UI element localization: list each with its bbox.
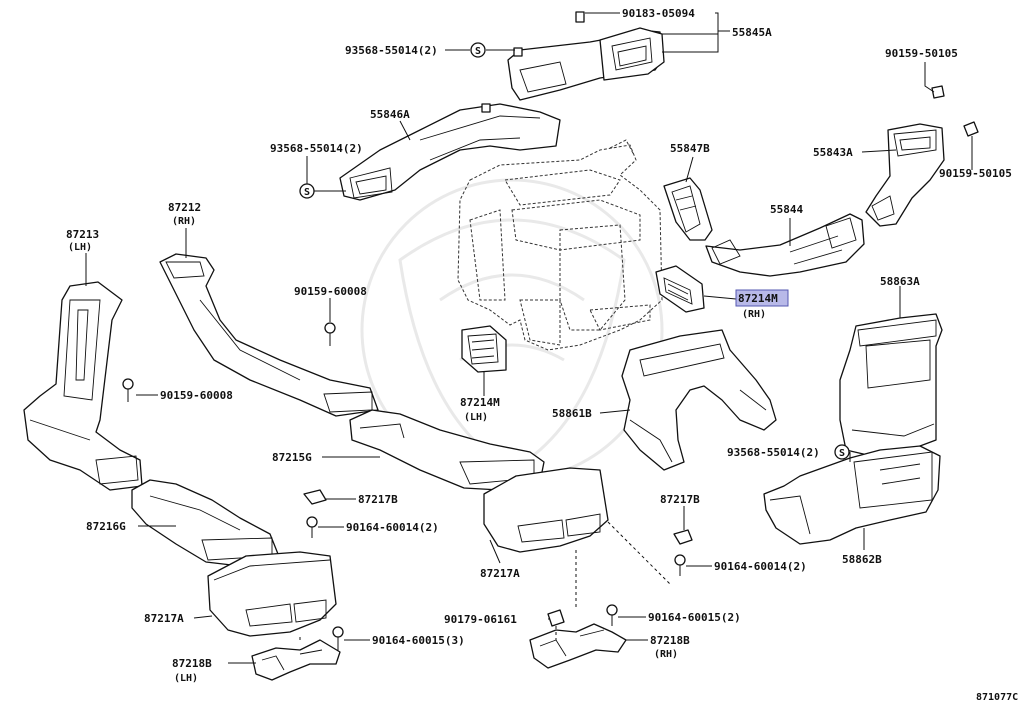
heater-unit-drawing — [457, 139, 663, 351]
part-58861B-drawing — [621, 329, 777, 471]
label-87214M-rh[interactable]: 87214M — [738, 292, 778, 305]
label-90159-50105-b[interactable]: 90159-50105 — [939, 167, 1012, 180]
label-87214M-rh-side: (RH) — [742, 309, 766, 320]
label-87218B-rh[interactable]: 87218B — [650, 634, 690, 647]
s-marker-a: S — [470, 42, 486, 58]
svg-text:S: S — [475, 46, 481, 57]
label-55843A[interactable]: 55843A — [813, 146, 853, 159]
label-90183-05094[interactable]: 90183-05094 — [622, 7, 695, 20]
part-87216G-drawing — [131, 479, 279, 567]
label-90159-60008-a[interactable]: 90159-60008 — [294, 285, 367, 298]
part-87218B-rh-drawing — [529, 623, 627, 669]
label-87215G[interactable]: 87215G — [272, 451, 312, 464]
label-87213-side: (LH) — [68, 242, 92, 253]
label-87218B-rh-side: (RH) — [654, 649, 678, 660]
label-55847B[interactable]: 55847B — [670, 142, 710, 155]
part-labels: 90183-05094 55845A 93568-55014(2) 90159-… — [66, 7, 1018, 703]
label-87218B-lh-side: (LH) — [174, 673, 198, 684]
s-marker-c: S — [834, 444, 850, 460]
label-87217B-b[interactable]: 87217B — [660, 493, 700, 506]
label-87217A-right[interactable]: 87217A — [480, 567, 520, 580]
part-87214M-rh-drawing — [655, 265, 705, 313]
part-58862B-drawing — [763, 445, 941, 545]
label-93568-55014-c[interactable]: 93568-55014(2) — [727, 446, 820, 459]
label-90164-60015-b[interactable]: 90164-60015(3) — [372, 634, 465, 647]
label-58861B[interactable]: 58861B — [552, 407, 592, 420]
fasteners-drawing — [122, 322, 693, 648]
label-93568-55014-b[interactable]: 93568-55014(2) — [270, 142, 363, 155]
part-87217A-left-drawing — [207, 551, 337, 637]
highlight-box — [735, 289, 789, 307]
label-87216G[interactable]: 87216G — [86, 520, 126, 533]
s-marker-b: S — [299, 183, 315, 199]
label-55846A[interactable]: 55846A — [370, 108, 410, 121]
part-55845A-drawing — [507, 11, 665, 101]
drawing-code: 871077C — [976, 692, 1018, 703]
label-58863A[interactable]: 58863A — [880, 275, 920, 288]
label-90159-50105-a[interactable]: 90159-50105 — [885, 47, 958, 60]
label-87218B-lh[interactable]: 87218B — [172, 657, 212, 670]
part-55843A-drawing — [865, 85, 979, 227]
part-87218B-lh-drawing — [251, 639, 341, 681]
label-58862B[interactable]: 58862B — [842, 553, 882, 566]
svg-text:S: S — [839, 448, 845, 459]
leader-lines — [85, 12, 973, 664]
label-87213[interactable]: 87213 — [66, 228, 99, 241]
part-87213-drawing — [23, 281, 143, 491]
label-90164-60014-a[interactable]: 90164-60014(2) — [346, 521, 439, 534]
label-87212-side: (RH) — [172, 216, 196, 227]
label-87217B-a[interactable]: 87217B — [358, 493, 398, 506]
part-58863A-drawing — [839, 313, 943, 457]
svg-text:S: S — [304, 187, 310, 198]
part-55844-drawing — [705, 213, 865, 277]
part-55847B-drawing — [663, 177, 713, 241]
label-55844[interactable]: 55844 — [770, 203, 803, 216]
label-90179-06161[interactable]: 90179-06161 — [444, 613, 517, 626]
label-90164-60014-b[interactable]: 90164-60014(2) — [714, 560, 807, 573]
part-87214M-lh-drawing — [461, 325, 507, 373]
label-87214M-lh-side: (LH) — [464, 412, 488, 423]
label-90164-60015-a[interactable]: 90164-60015(2) — [648, 611, 741, 624]
label-87217A-left[interactable]: 87217A — [144, 612, 184, 625]
label-87212[interactable]: 87212 — [168, 201, 201, 214]
part-87217A-right-drawing — [483, 467, 609, 553]
label-55845A[interactable]: 55845A — [732, 26, 772, 39]
label-90159-60008-b[interactable]: 90159-60008 — [160, 389, 233, 402]
label-93568-55014-a[interactable]: 93568-55014(2) — [345, 44, 438, 57]
part-55846A-drawing — [339, 103, 561, 201]
label-87214M-lh[interactable]: 87214M — [460, 396, 500, 409]
